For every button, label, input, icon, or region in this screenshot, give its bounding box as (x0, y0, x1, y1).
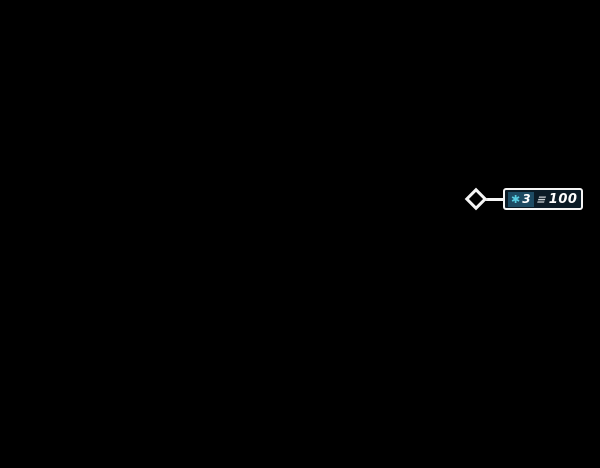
waypoint-marker[interactable]: ✱ 3 ≡ 100 (464, 187, 584, 211)
gear-icon: ✱ (511, 192, 521, 206)
diamond-marker-icon[interactable] (464, 187, 488, 211)
gear-count-box: ✱ 3 (508, 191, 534, 207)
elevation-value-label: 100 (548, 191, 578, 207)
elevation-icon: ≡ (534, 192, 548, 206)
info-badge[interactable]: ✱ 3 ≡ 100 (503, 188, 584, 210)
gear-count-label: 3 (522, 192, 531, 206)
connector-line (483, 197, 503, 201)
